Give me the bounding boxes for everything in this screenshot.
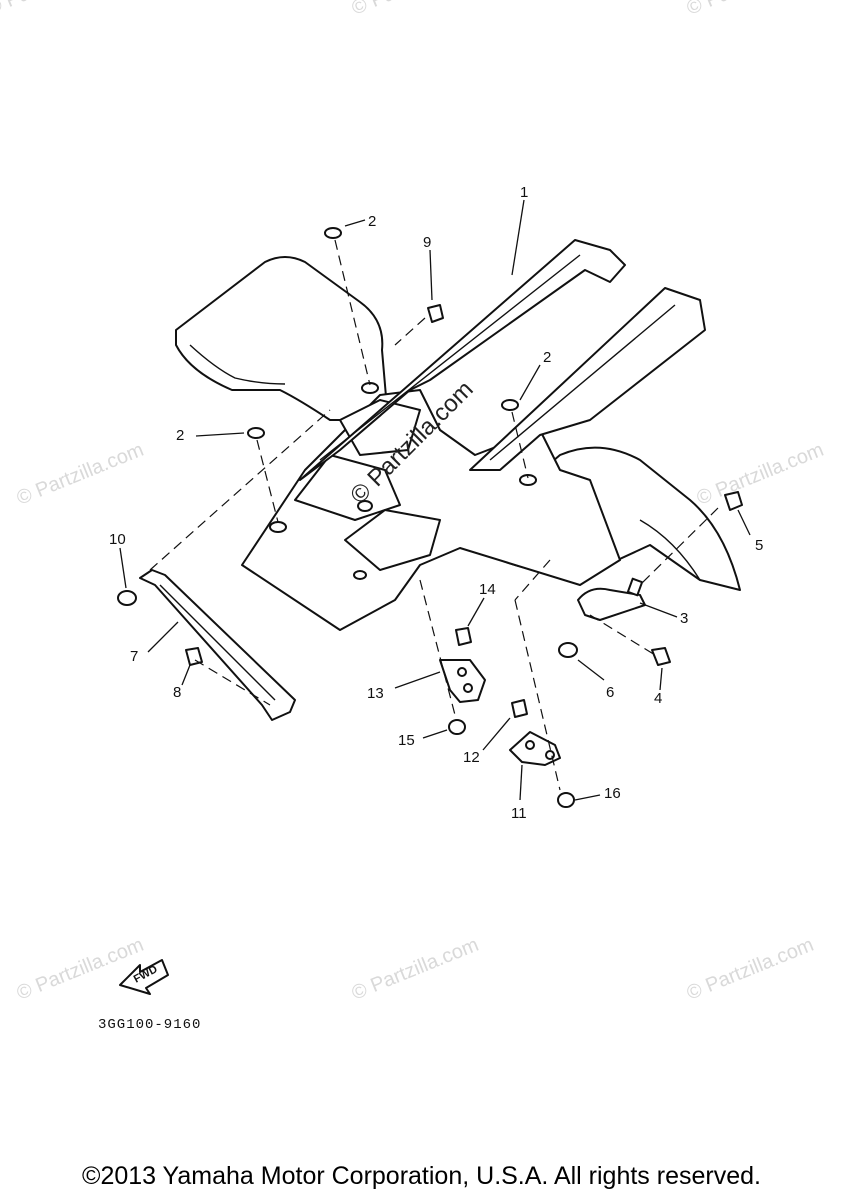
callout-1: 1 <box>520 184 528 201</box>
stay-bracket-11 <box>509 731 561 766</box>
watermark-text: © Partzilla.com <box>14 439 147 510</box>
fasteners <box>117 227 743 808</box>
stay-bracket-13 <box>439 659 486 703</box>
watermark-text: © Partzilla.com <box>349 934 482 1005</box>
fwd-arrow-icon: FWD <box>119 959 169 995</box>
callout-5: 5 <box>755 537 763 554</box>
callout-15: 15 <box>398 732 415 749</box>
callout-2b: 2 <box>543 349 551 366</box>
watermark-text: © Partzilla.com <box>694 439 827 510</box>
leader-lines <box>119 199 751 801</box>
callout-7: 7 <box>130 648 138 665</box>
watermark-text: © Partzilla.com <box>0 0 117 20</box>
callout-4: 4 <box>654 690 662 707</box>
copyright-notice: ©2013 Yamaha Motor Corporation, U.S.A. A… <box>82 1162 761 1190</box>
callout-10: 10 <box>109 531 126 548</box>
watermark-text: © Partzilla.com <box>684 934 817 1005</box>
carrier-rail <box>299 239 706 481</box>
front-fender-left <box>175 256 389 421</box>
callout-2c: 2 <box>176 427 184 444</box>
callout-3: 3 <box>680 610 688 627</box>
callout-9: 9 <box>423 234 431 251</box>
callout-8: 8 <box>173 684 181 701</box>
callout-13: 13 <box>367 685 384 702</box>
front-strap <box>139 569 296 721</box>
callout-6: 6 <box>606 684 614 701</box>
watermark-text: © Partzilla.com <box>14 934 147 1005</box>
watermark-text: © Partzilla.com <box>684 0 817 20</box>
callout-12: 12 <box>463 749 480 766</box>
assembly-lines <box>149 239 719 791</box>
callout-2a: 2 <box>368 213 376 230</box>
fender-bracket <box>577 577 646 621</box>
figure-code: 3GG100-9160 <box>98 1017 201 1033</box>
callout-16: 16 <box>604 785 621 802</box>
watermark-text: © Partzilla.com <box>349 0 482 20</box>
callout-labels: 1 2 9 2 2 5 10 3 7 14 8 6 4 13 15 12 16 … <box>109 184 763 822</box>
callout-11: 11 <box>511 805 527 822</box>
callout-14: 14 <box>479 581 496 598</box>
